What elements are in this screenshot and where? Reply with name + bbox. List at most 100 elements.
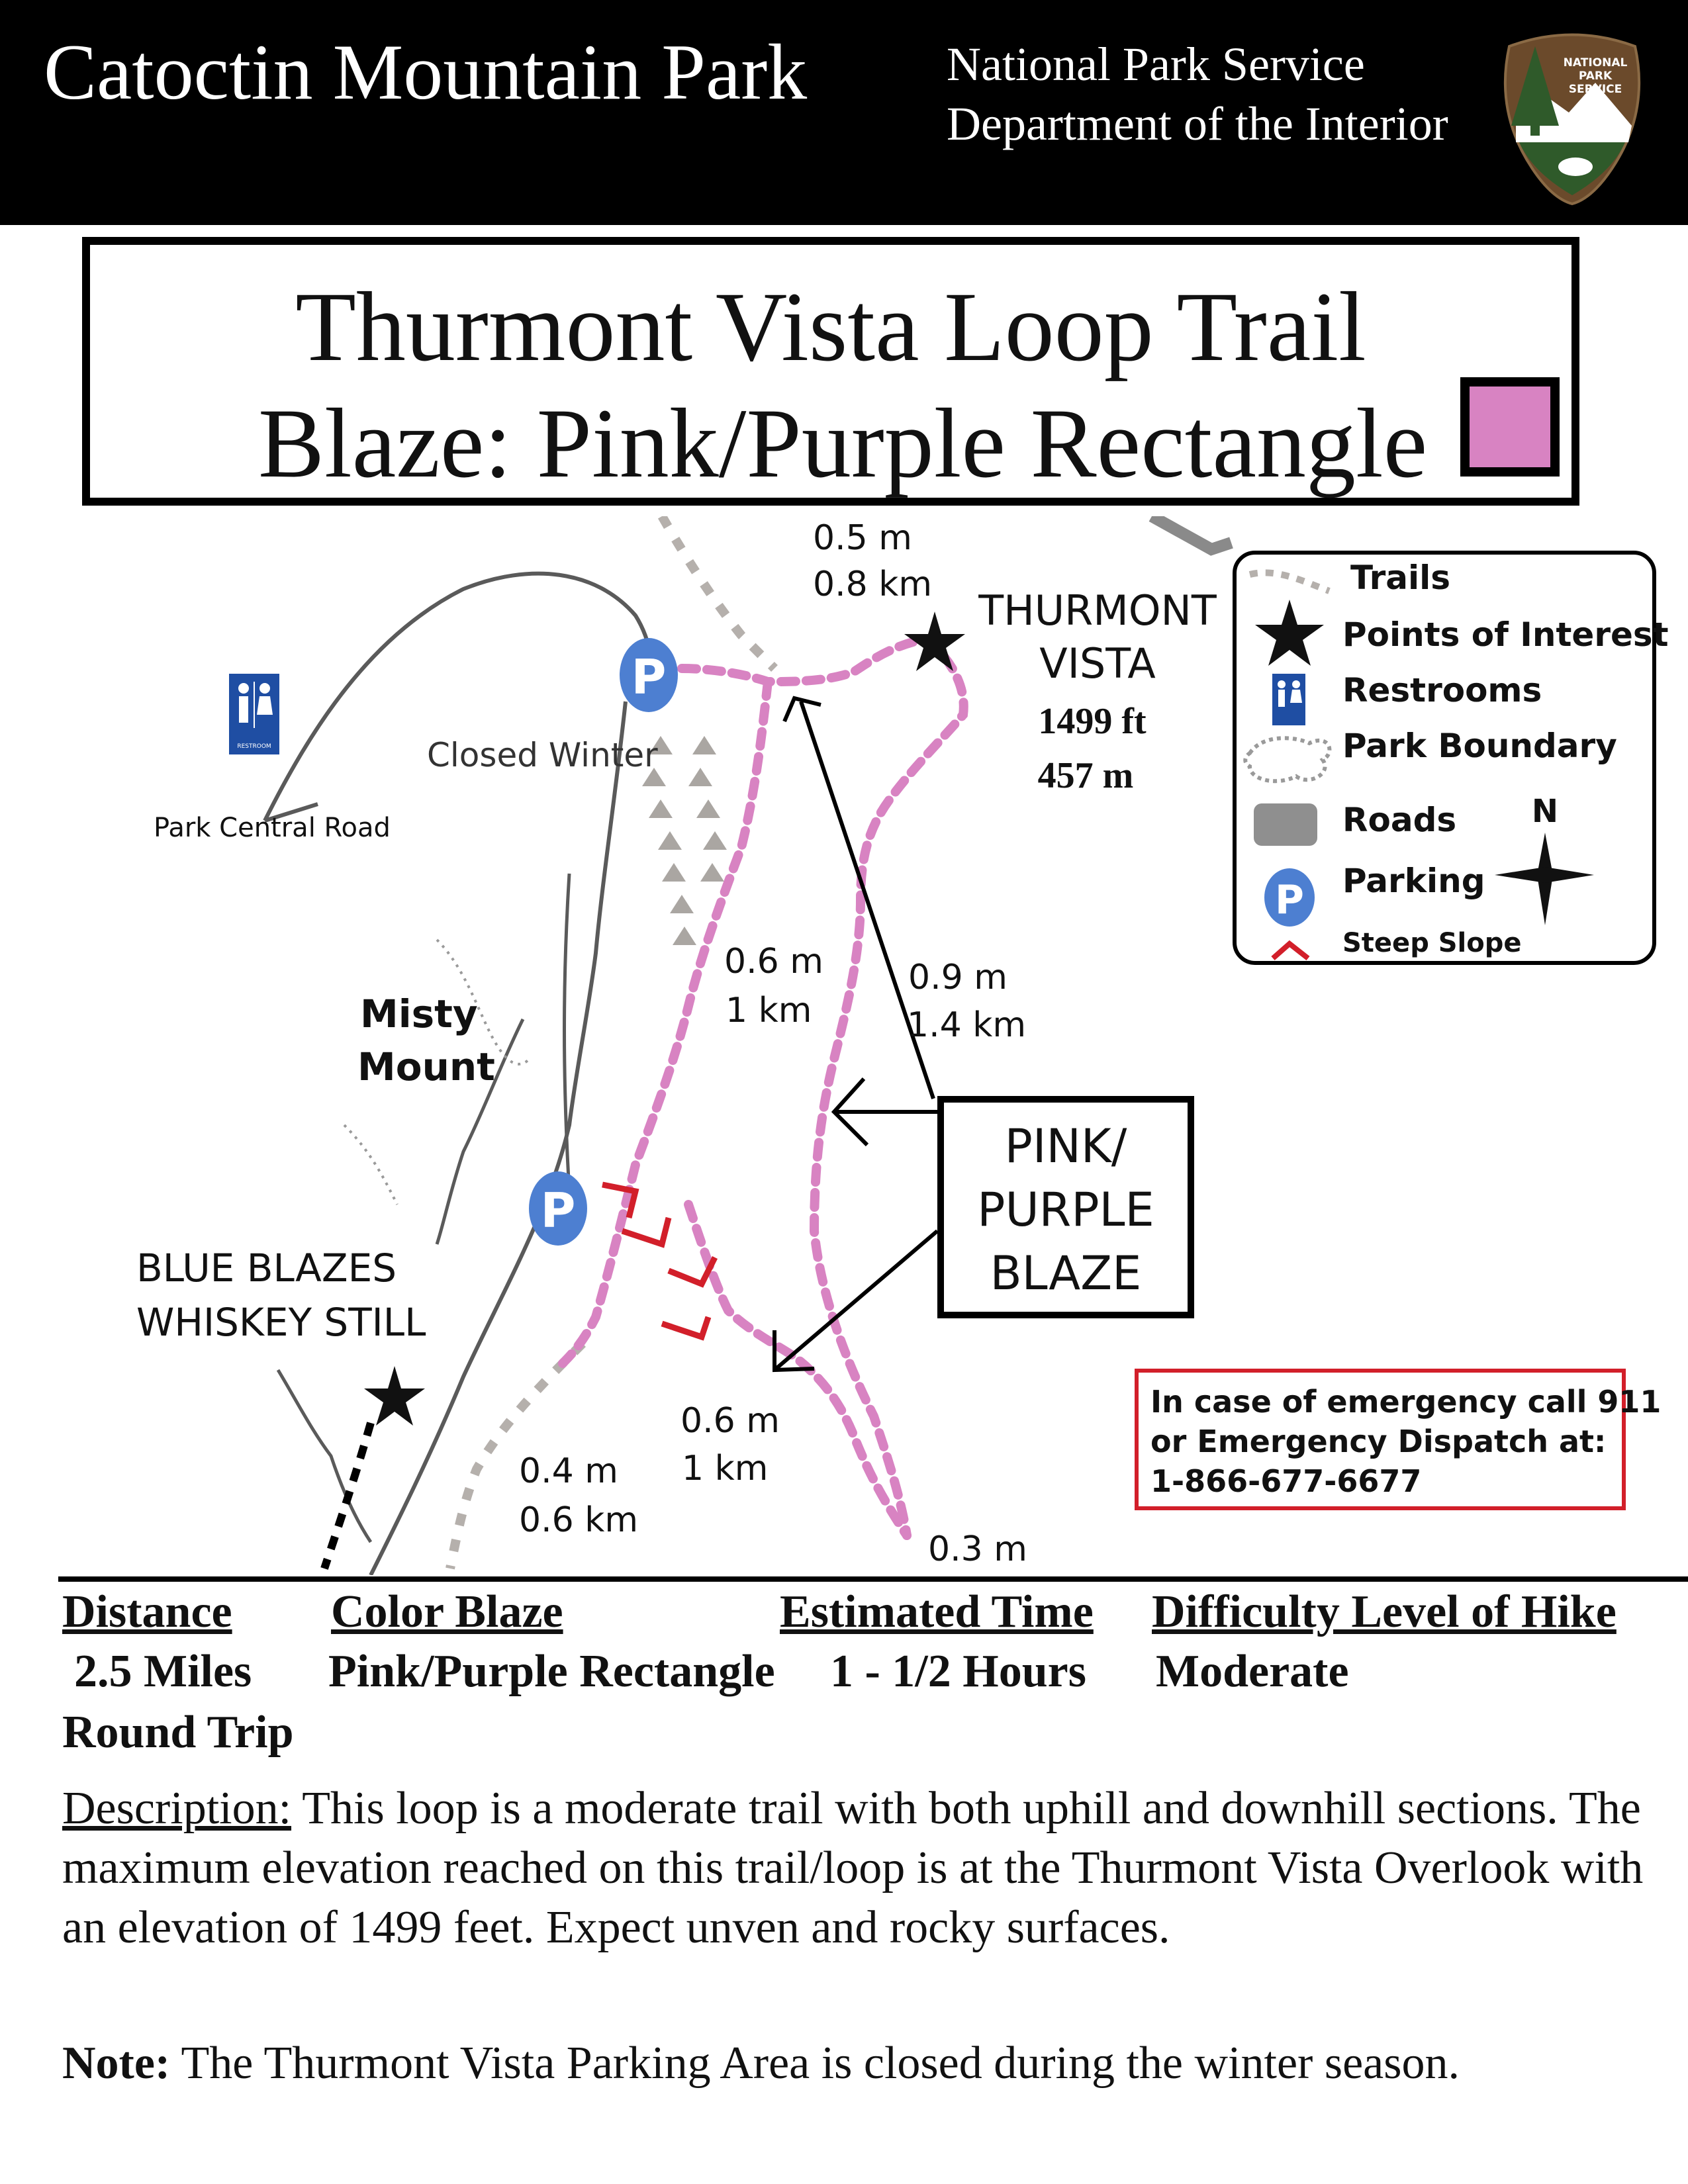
road-legend-icon xyxy=(1254,803,1317,846)
restroom-label: RESTROOM xyxy=(237,743,271,750)
emergency-line-2: or Emergency Dispatch at: xyxy=(1150,1424,1607,1459)
callout-line-1: PINK/ xyxy=(1004,1119,1127,1173)
color-blaze-heading: Color Blaze xyxy=(331,1586,563,1637)
star-legend-icon xyxy=(1255,600,1324,666)
restroom-legend-icon xyxy=(1272,674,1305,725)
legend-restrooms: Restrooms xyxy=(1342,671,1542,709)
bison-shape xyxy=(1558,158,1593,176)
top-distance-miles: 0.5 m xyxy=(813,518,912,558)
bottom-distance-miles: 0.6 m xyxy=(680,1401,780,1441)
bottom-distance-km: 1 km xyxy=(682,1449,768,1488)
parking-sign-top: P xyxy=(620,638,678,712)
parking-legend-icon: P xyxy=(1264,868,1315,927)
distance-note: Round Trip xyxy=(62,1707,294,1758)
description-label: Description: xyxy=(62,1783,292,1834)
estimated-time-value: 1 - 1/2 Hours xyxy=(830,1646,1086,1697)
emergency-notice: In case of emergency call 911 or Emergen… xyxy=(1135,1369,1662,1510)
compass-rose-icon: N xyxy=(1495,793,1594,925)
description-text: This loop is a moderate trail with both … xyxy=(62,1783,1644,1953)
restroom-icon: RESTROOM xyxy=(229,674,279,754)
whiskey-still-star-icon xyxy=(364,1366,425,1426)
blaze-title: Blaze: Pink/Purple Rectangle xyxy=(258,388,1428,498)
blaze-swatch xyxy=(1460,377,1560,477)
gray-trail-south xyxy=(445,1340,586,1570)
vista-name-line-1: THURMONT xyxy=(978,586,1217,635)
bottom-right-distance: 0.3 m xyxy=(928,1529,1027,1569)
legend-roads: Roads xyxy=(1342,801,1457,839)
trail-legend-icon xyxy=(1248,569,1331,594)
trail-map: P P RESTROOM 0.5 m 0.8 km THURMONT VISTA… xyxy=(136,516,1233,1575)
pink-loop-trail xyxy=(558,634,968,1540)
left-distance-km: 1 km xyxy=(726,991,812,1030)
park-road xyxy=(369,701,628,1575)
park-name: Catoctin Mountain Park xyxy=(44,28,808,116)
legend-symbols: P N xyxy=(1243,569,1594,961)
legend-trails: Trails xyxy=(1350,559,1451,597)
pink-purple-blaze-callout: PINK/ PURPLE BLAZE xyxy=(937,1096,1194,1318)
note-text: The Thurmont Vista Parking Area is close… xyxy=(170,2038,1460,2089)
note-label: Note: xyxy=(62,2038,171,2089)
agency-line-1: National Park Service xyxy=(947,38,1365,91)
logo-text-3: SERVICE xyxy=(1569,83,1622,96)
distance-heading: Distance xyxy=(62,1586,232,1637)
park-central-road xyxy=(263,571,654,822)
emergency-line-1: In case of emergency call 911 xyxy=(1150,1384,1662,1420)
trail-name: Thurmont Vista Loop Trail xyxy=(295,272,1366,382)
whiskey-road xyxy=(276,1369,373,1543)
agency-line-2: Department of the Interior xyxy=(947,97,1448,150)
vista-elevation-ft: 1499 ft xyxy=(1038,701,1147,742)
distance-value: 2.5 Miles xyxy=(74,1646,252,1697)
info-divider xyxy=(58,1576,1688,1582)
title-box: Thurmont Vista Loop Trail Blaze: Pink/Pu… xyxy=(82,237,1579,506)
trail-description: Description: This loop is a moderate tra… xyxy=(62,1779,1651,1958)
steep-slope-markers xyxy=(602,1181,718,1341)
misty-mount-label-2: Mount xyxy=(357,1044,495,1089)
road-segment xyxy=(264,802,318,823)
logo-text-2: PARK xyxy=(1579,69,1613,83)
park-central-road-label: Park Central Road xyxy=(154,813,391,843)
color-blaze-value: Pink/Purple Rectangle xyxy=(328,1646,775,1697)
parking-letter: P xyxy=(541,1183,576,1238)
legend-park-boundary: Park Boundary xyxy=(1342,727,1617,765)
emergency-phone: 1-866-677-6677 xyxy=(1150,1463,1422,1499)
right-distance-km: 1.4 km xyxy=(907,1005,1026,1045)
vista-name-line-2: VISTA xyxy=(1039,639,1156,688)
top-distance-km: 0.8 km xyxy=(813,565,932,604)
logo-text-1: NATIONAL xyxy=(1564,56,1628,69)
road-corner xyxy=(1149,516,1233,556)
winter-note: Note: The Thurmont Vista Parking Area is… xyxy=(62,2037,1651,2090)
side-road xyxy=(563,873,571,1192)
thurmont-vista-star-icon xyxy=(904,612,965,671)
difficulty-heading: Difficulty Level of Hike xyxy=(1152,1586,1617,1637)
agency-block: National Park Service Department of the … xyxy=(947,34,1448,154)
legend-parking: Parking xyxy=(1342,862,1485,900)
legend-steep-slope: Steep Slope xyxy=(1342,928,1522,958)
blue-blaze-trail xyxy=(320,1422,375,1570)
sequoia-tree xyxy=(1511,46,1559,126)
steep-triangle-field xyxy=(642,736,727,945)
left-distance-miles: 0.6 m xyxy=(724,942,823,981)
gray-trail-north xyxy=(657,516,778,672)
nps-arrowhead-logo: NATIONAL PARK SERVICE xyxy=(1503,33,1641,205)
parking-letter: P xyxy=(1275,877,1304,923)
closed-winter-label: Closed Winter xyxy=(427,736,658,774)
north-label: N xyxy=(1532,793,1558,830)
estimated-time-heading: Estimated Time xyxy=(780,1586,1094,1637)
misty-mount-label-1: Misty xyxy=(360,991,478,1036)
callout-line-2: PURPLE xyxy=(977,1183,1154,1237)
misty-trails-2 xyxy=(343,1124,399,1205)
difficulty-value: Moderate xyxy=(1156,1646,1349,1697)
parking-sign-bottom: P xyxy=(529,1171,587,1246)
right-distance-miles: 0.9 m xyxy=(908,958,1008,997)
legend-points-of-interest: Points of Interest xyxy=(1342,615,1669,654)
callout-arrows xyxy=(773,696,939,1373)
parking-letter: P xyxy=(632,649,667,705)
callout-line-3: BLAZE xyxy=(990,1246,1142,1300)
header-bar: Catoctin Mountain Park National Park Ser… xyxy=(0,0,1688,225)
vista-elevation-m: 457 m xyxy=(1038,755,1134,796)
whiskey-still-label: WHISKEY STILL xyxy=(136,1300,426,1345)
boundary-legend-icon xyxy=(1243,736,1332,784)
lower-left-distance-km: 0.6 km xyxy=(519,1500,638,1540)
blue-blazes-label: BLUE BLAZES xyxy=(136,1246,397,1291)
map-legend: P N Trails Points of Interest Restrooms … xyxy=(1233,551,1669,965)
